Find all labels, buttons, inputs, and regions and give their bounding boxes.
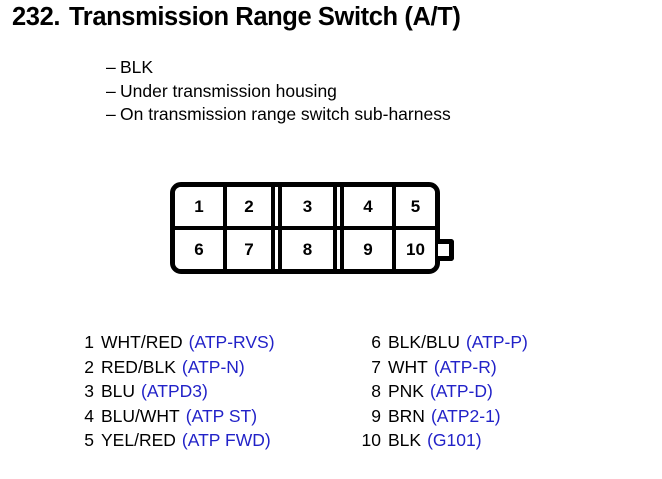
connector-channel-divider <box>271 187 282 226</box>
legend-pin-number: 8 <box>371 381 381 401</box>
pin-legend-row: 9 BRN (ATP2-1) <box>355 404 528 429</box>
page-header: 232. Transmission Range Switch (A/T) <box>12 2 652 33</box>
description-item: – On transmission range switch sub-harne… <box>106 103 646 127</box>
connector-pin-label: 6 <box>194 239 204 259</box>
description-text: Under transmission housing <box>120 80 337 101</box>
connector-channel-divider <box>271 230 282 269</box>
connector-pin-label: 9 <box>363 239 373 259</box>
legend-wire-color: BLU <box>101 381 136 401</box>
pin-legend-row: 6 BLK/BLU (ATP-P) <box>355 330 528 355</box>
legend-pin-number: 1 <box>84 332 94 352</box>
pin-legend-row: 4 BLU/WHT (ATP ST) <box>68 404 275 429</box>
connector-pin-label: 4 <box>363 196 373 216</box>
legend-wire-color: BRN <box>388 405 425 426</box>
pin-legend-column-right: 6 BLK/BLU (ATP-P) 7 WHT (ATP-R) 8 PNK (A… <box>355 330 528 453</box>
pin-legend-row: 1 WHT/RED (ATP-RVS) <box>68 330 275 355</box>
connector-channel-divider <box>333 230 344 269</box>
page-title: 232. Transmission Range Switch (A/T) <box>12 2 652 33</box>
pin-legend: 1 WHT/RED (ATP-RVS) 2 RED/BLK (ATP-N) 3 … <box>0 330 662 470</box>
pin-legend-row: 8 PNK (ATP-D) <box>355 379 528 404</box>
legend-pin-number: 10 <box>361 430 381 450</box>
legend-signal-name: (ATP-R) <box>433 356 497 377</box>
legend-pin-number: 9 <box>371 405 381 426</box>
connector-pin-4: 4 <box>344 187 392 226</box>
connector-channel-divider <box>333 187 344 226</box>
connector-row-bottom: 6 7 8 9 10 <box>175 230 435 269</box>
connector-pin-5: 5 <box>392 187 435 226</box>
legend-signal-name: (G101) <box>427 430 482 450</box>
connector-pin-3: 3 <box>282 187 333 226</box>
pin-legend-row: 10 BLK (G101) <box>355 428 528 453</box>
legend-signal-name: (ATP FWD) <box>181 430 271 450</box>
legend-wire-color: WHT/RED <box>101 332 183 352</box>
pin-legend-row: 7 WHT (ATP-R) <box>355 355 528 380</box>
legend-signal-name: (ATP-P) <box>465 332 528 352</box>
pin-legend-row: 3 BLU (ATPD3) <box>68 379 275 404</box>
pin-legend-row: 2 RED/BLK (ATP-N) <box>68 355 275 380</box>
connector-diagram: 1 2 3 4 5 6 7 <box>170 182 460 282</box>
legend-pin-number: 6 <box>371 332 381 352</box>
connector-pin-label: 3 <box>302 196 313 216</box>
connector-pin-2: 2 <box>223 187 271 226</box>
description-text: BLK <box>120 57 154 77</box>
legend-signal-name: (ATP-D) <box>429 381 493 401</box>
legend-signal-name: (ATP ST) <box>185 405 258 426</box>
legend-signal-name: (ATP-N) <box>181 356 245 377</box>
connector-pin-label: 1 <box>194 196 204 216</box>
legend-pin-number: 3 <box>84 381 94 401</box>
connector-pin-7: 7 <box>223 230 271 269</box>
legend-pin-number: 2 <box>84 356 94 377</box>
connector-pin-9: 9 <box>344 230 392 269</box>
legend-pin-number: 4 <box>84 405 94 426</box>
description-item: – BLK <box>106 56 646 80</box>
connector-body: 1 2 3 4 5 6 7 <box>170 182 440 274</box>
connector-pin-label: 7 <box>244 239 254 259</box>
connector-row-top: 1 2 3 4 5 <box>175 187 435 230</box>
pin-legend-column-left: 1 WHT/RED (ATP-RVS) 2 RED/BLK (ATP-N) 3 … <box>68 330 275 453</box>
section-number: 232. <box>12 3 61 31</box>
connector-pin-10: 10 <box>392 230 435 269</box>
legend-signal-name: (ATP-RVS) <box>188 332 275 352</box>
connector-pin-1: 1 <box>175 187 223 226</box>
dash-icon: – <box>106 80 116 101</box>
legend-wire-color: WHT <box>388 356 428 377</box>
dash-icon: – <box>106 104 116 124</box>
legend-wire-color: BLK <box>388 430 422 450</box>
legend-wire-color: BLU/WHT <box>101 405 180 426</box>
legend-pin-number: 7 <box>371 356 381 377</box>
legend-pin-number: 5 <box>84 430 94 450</box>
description-item: – Under transmission housing <box>106 80 646 104</box>
connector-latch-tab <box>438 239 454 261</box>
legend-wire-color: RED/BLK <box>101 356 176 377</box>
connector-pin-label: 5 <box>410 196 421 216</box>
pin-legend-row: 5 YEL/RED (ATP FWD) <box>68 428 275 453</box>
legend-wire-color: PNK <box>388 381 424 401</box>
legend-signal-name: (ATP2-1) <box>430 405 501 426</box>
connector-pin-label: 10 <box>406 239 425 259</box>
description-text: On transmission range switch sub-harness <box>120 104 451 124</box>
legend-signal-name: (ATPD3) <box>141 381 208 401</box>
description-list: – BLK – Under transmission housing – On … <box>106 56 646 127</box>
connector-pin-6: 6 <box>175 230 223 269</box>
dash-icon: – <box>106 57 116 77</box>
section-title: Transmission Range Switch (A/T) <box>69 3 461 31</box>
connector-pin-label: 8 <box>302 239 313 259</box>
legend-wire-color: YEL/RED <box>101 430 176 450</box>
connector-pin-label: 2 <box>244 196 254 216</box>
connector-pin-8: 8 <box>282 230 333 269</box>
legend-wire-color: BLK/BLU <box>388 332 460 352</box>
